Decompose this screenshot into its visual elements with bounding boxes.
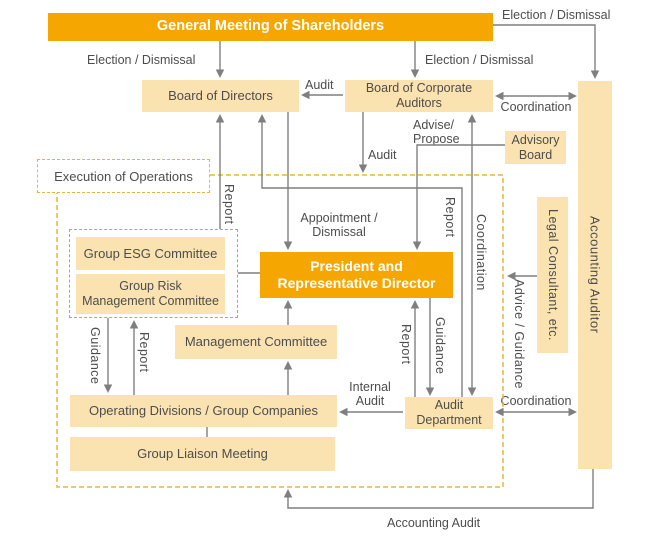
edge-label-appointment-dismissal: Appointment / Dismissal — [300, 211, 378, 240]
edge-label-guidance-president-auditdept: Guidance — [433, 317, 447, 375]
node-board-of-corporate-auditors: Board of Corporate Auditors — [345, 80, 493, 112]
node-advisory-board: Advisory Board — [505, 131, 566, 164]
edge-label-advice-guidance: Advice / Guidance — [512, 279, 526, 389]
node-president-representative-director: President and Representative Director — [260, 252, 453, 298]
edge-label-advise-propose: Advise/ Propose — [413, 118, 460, 147]
edge-label-audit-bca-bod: Audit — [305, 78, 334, 92]
edge-label-guidance-committees-opdiv: Guidance — [88, 327, 102, 385]
edge-label-audit-down: Audit — [368, 148, 397, 162]
node-audit-department: Audit Department — [405, 397, 493, 429]
node-management-committee: Management Committee — [175, 325, 337, 359]
edge-label-internal-audit: Internal Audit — [349, 380, 391, 409]
edge-label-report-auditdept-president: Report — [399, 324, 413, 365]
edge-label-coordination-top: Coordination — [500, 100, 572, 114]
edge-label-report-opdiv-committees: Report — [137, 332, 151, 373]
edge-label-accounting-audit: Accounting Audit — [387, 516, 481, 530]
edge-label-election-dismissal-right: Election / Dismissal — [425, 53, 534, 67]
edge-label-coordination-mid: Coordination — [474, 214, 488, 291]
node-board-of-directors: Board of Directors — [142, 80, 299, 112]
node-accounting-auditor: Accounting Auditor — [578, 81, 612, 469]
edge-label-report-committees-bod: Report — [222, 184, 236, 225]
edge-label-coordination-bottom: Coordination — [500, 394, 572, 408]
node-group-esg-committee: Group ESG Committee — [76, 237, 225, 270]
edge-label-election-dismissal-left: Election / Dismissal — [87, 53, 196, 67]
execution-of-operations-label: Execution of Operations — [37, 159, 210, 193]
node-operating-divisions-group-companies: Operating Divisions / Group Companies — [70, 395, 337, 427]
node-legal-consultant: Legal Consultant, etc. — [537, 197, 568, 353]
node-group-liaison-meeting: Group Liaison Meeting — [70, 437, 335, 471]
node-group-risk-management-committee: Group Risk Management Committee — [76, 274, 225, 314]
edge-label-election-dismissal-top: Election / Dismissal — [502, 8, 611, 22]
node-general-meeting-of-shareholders: General Meeting of Shareholders — [48, 13, 493, 41]
edge-label-report-auditdept-bod: Report — [443, 197, 457, 238]
